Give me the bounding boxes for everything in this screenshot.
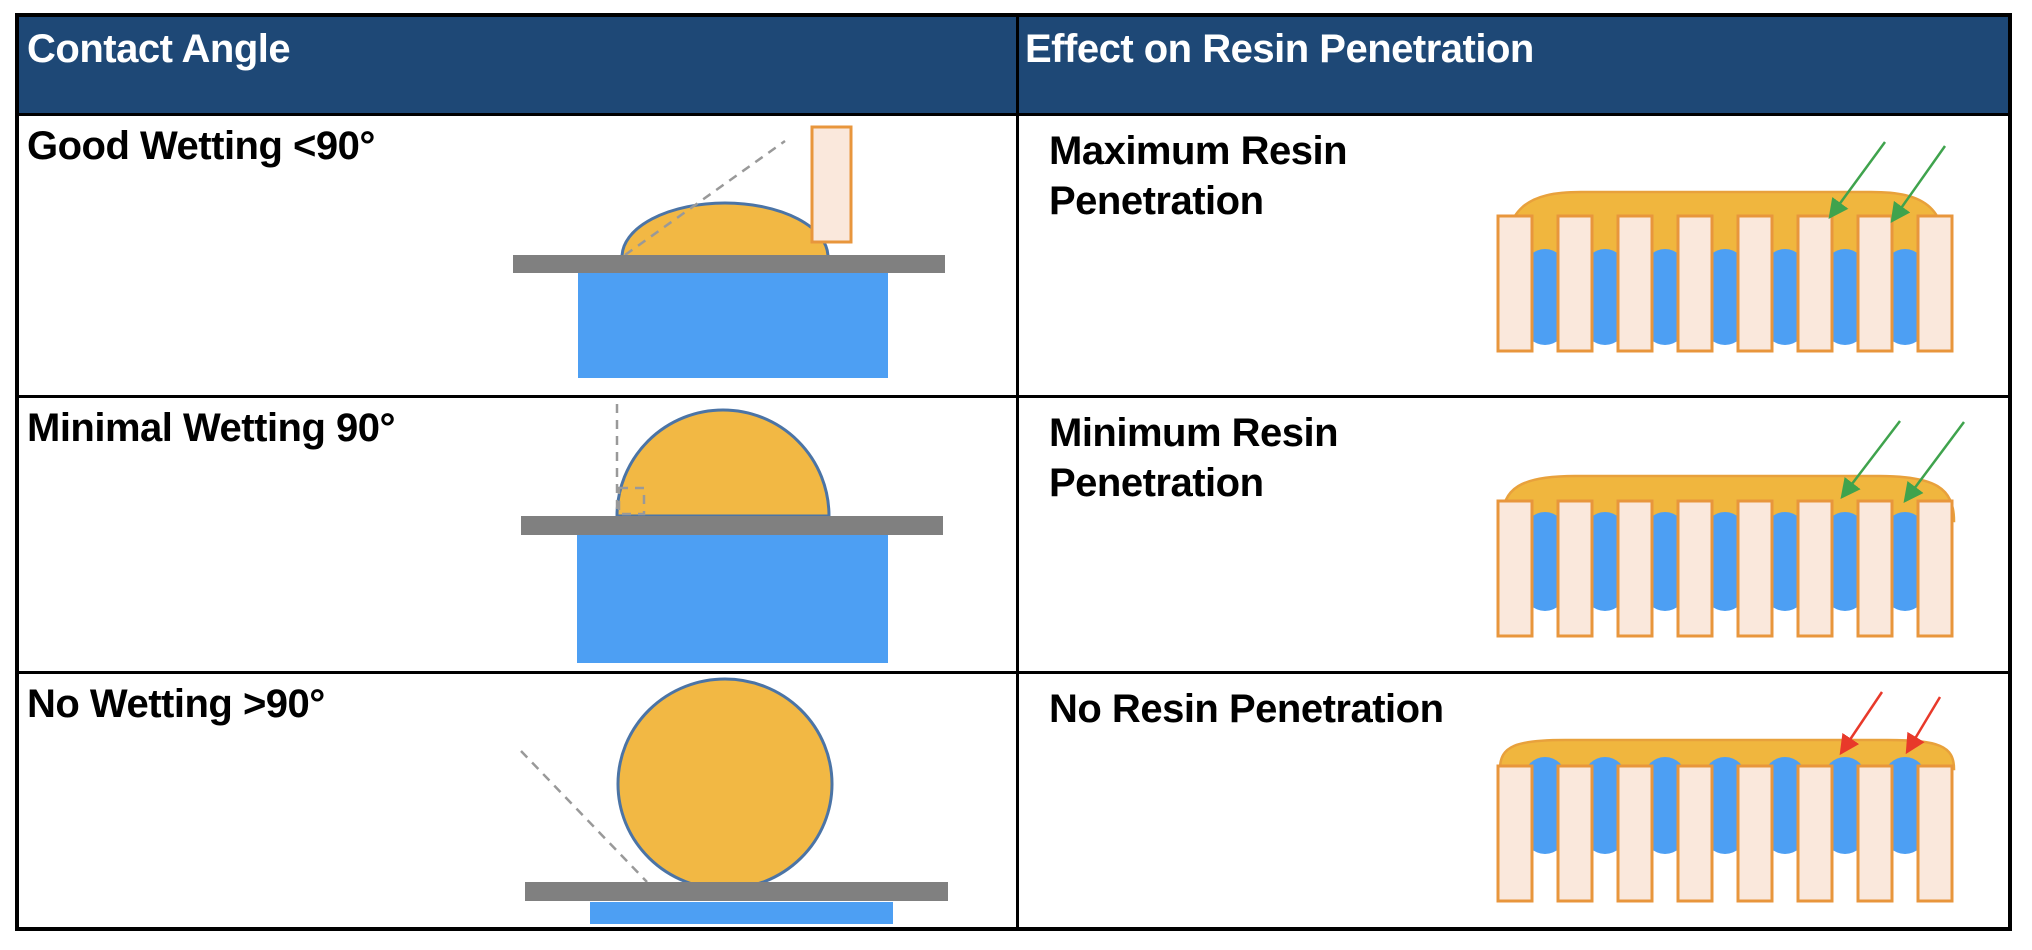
- contact-angle-label: Minimal Wetting 90°: [27, 406, 396, 450]
- good-wetting-droplet-diagram: [513, 125, 945, 378]
- no-penetration-diagram: [1496, 691, 1956, 903]
- fiber-rect: [810, 125, 853, 244]
- fiber-rect: [1856, 214, 1894, 353]
- fiber-rect: [1856, 499, 1894, 638]
- contact-angle-label: No Wetting >90°: [27, 682, 325, 726]
- void-capsule: [1524, 249, 1566, 345]
- void-capsule: [1884, 512, 1926, 611]
- cell-max-penetration: Maximum Resin Penetration: [1019, 116, 2009, 395]
- contact-angle-table: Contact Angle Effect on Resin Penetratio…: [15, 13, 2012, 931]
- fiber-rect: [1796, 499, 1834, 638]
- void-capsule: [1704, 757, 1746, 854]
- cell-min-penetration: Minimum Resin Penetration: [1019, 398, 2009, 671]
- void-capsule: [1764, 757, 1806, 854]
- droplet-ball-shape: [616, 677, 834, 891]
- column-header-effect: Effect on Resin Penetration: [1025, 27, 1534, 71]
- water-block: [577, 535, 888, 663]
- tangent-dashed-line: [520, 750, 648, 883]
- void-capsule: [1524, 757, 1566, 854]
- row-no-wetting: No Wetting >90° No Resin Penetration: [19, 674, 2008, 927]
- void-capsule: [1824, 757, 1866, 854]
- fiber-rect: [1736, 499, 1774, 638]
- void-capsule: [1824, 512, 1866, 611]
- red-arrow-icon: [1905, 696, 1942, 755]
- green-arrow-icon: [1903, 421, 1966, 504]
- fiber-rect: [1496, 499, 1534, 638]
- substrate-bar: [521, 516, 943, 535]
- cell-minimal-wetting-label: Minimal Wetting 90°: [19, 398, 1019, 671]
- void-capsule: [1704, 249, 1746, 345]
- contact-angle-label: Good Wetting <90°: [27, 124, 375, 168]
- row-good-wetting: Good Wetting <90° Maximum Resin Penetrat…: [19, 116, 2008, 398]
- substrate-bar: [513, 255, 945, 273]
- void-capsule: [1644, 757, 1686, 854]
- void-capsule: [1644, 512, 1686, 611]
- green-arrow-icon: [1840, 420, 1901, 499]
- max-penetration-diagram: [1496, 141, 1954, 353]
- fiber-rect: [1796, 214, 1834, 353]
- fiber-rect: [1676, 764, 1714, 903]
- fiber-rect: [1736, 764, 1774, 903]
- fiber-rect: [1916, 499, 1954, 638]
- fiber-rect: [1796, 764, 1834, 903]
- fiber-rect: [1496, 214, 1534, 353]
- column-header-contact-angle: Contact Angle: [27, 27, 291, 71]
- droplet-hemisphere-shape: [615, 408, 831, 518]
- void-capsule: [1764, 249, 1806, 345]
- header-cell-effect: Effect on Resin Penetration: [1019, 17, 2009, 113]
- green-arrow-icon: [1828, 141, 1887, 220]
- tangent-dashed-line: [624, 139, 786, 257]
- fiber-rect: [1856, 764, 1894, 903]
- fiber-rect: [1616, 214, 1654, 353]
- void-capsule: [1584, 757, 1626, 854]
- no-wetting-droplet-diagram: [520, 677, 948, 924]
- substrate-bar: [525, 882, 948, 901]
- cell-no-penetration: No Resin Penetration: [1019, 674, 2009, 927]
- row-minimal-wetting: Minimal Wetting 90° Minimum Resin Penetr…: [19, 398, 2008, 674]
- droplet-dome-shape: [620, 201, 830, 259]
- fiber-rect: [1616, 499, 1654, 638]
- water-block: [590, 902, 893, 924]
- void-capsule: [1764, 512, 1806, 611]
- fiber-rect: [1616, 764, 1654, 903]
- red-arrow-icon: [1839, 691, 1884, 756]
- cell-good-wetting-label: Good Wetting <90°: [19, 116, 1019, 395]
- header-row: Contact Angle Effect on Resin Penetratio…: [19, 17, 2008, 116]
- fiber-rect: [1676, 499, 1714, 638]
- effect-label: No Resin Penetration: [1049, 687, 1444, 731]
- fiber-rect: [1916, 214, 1954, 353]
- cell-no-wetting-label: No Wetting >90°: [19, 674, 1019, 927]
- header-cell-contact-angle: Contact Angle: [19, 17, 1019, 113]
- fiber-rect: [1916, 764, 1954, 903]
- void-capsule: [1704, 512, 1746, 611]
- min-penetration-diagram: [1496, 420, 1966, 638]
- effect-label: Maximum Resin Penetration: [1049, 129, 1348, 223]
- effect-label: Minimum Resin Penetration: [1049, 411, 1339, 505]
- green-arrow-icon: [1890, 145, 1947, 224]
- fiber-rect: [1556, 214, 1594, 353]
- void-capsule: [1584, 249, 1626, 345]
- void-capsule: [1884, 249, 1926, 345]
- fiber-rect: [1676, 214, 1714, 353]
- fiber-rect: [1496, 764, 1534, 903]
- fiber-rect: [1736, 214, 1774, 353]
- void-capsule: [1584, 512, 1626, 611]
- minimal-wetting-droplet-diagram: [521, 404, 943, 663]
- void-capsule: [1884, 757, 1926, 854]
- fiber-rect: [1556, 764, 1594, 903]
- right-angle-marker: [617, 486, 646, 516]
- void-capsule: [1524, 512, 1566, 611]
- fiber-rect: [1556, 499, 1594, 638]
- void-capsule: [1824, 249, 1866, 345]
- water-block: [578, 273, 888, 378]
- void-capsule: [1644, 249, 1686, 345]
